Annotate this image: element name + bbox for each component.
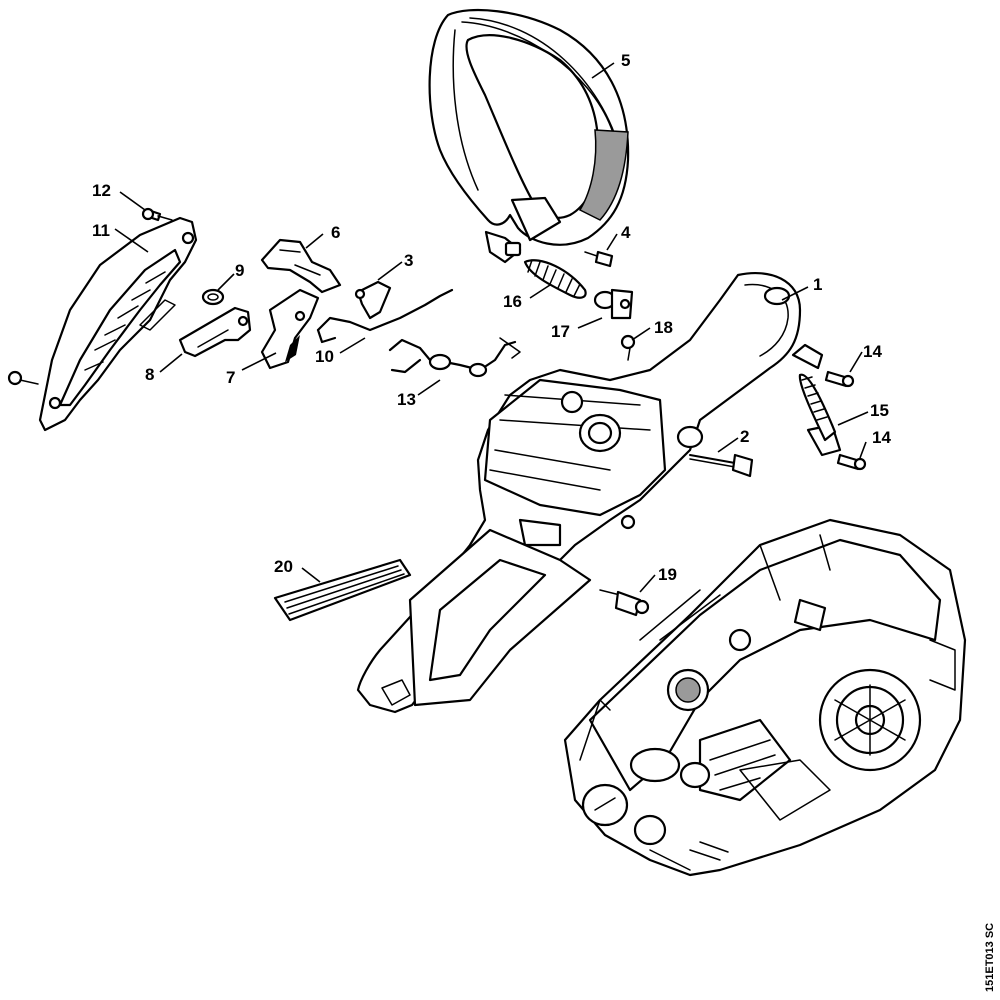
screw-18 [620,334,636,361]
screw-12 [141,207,173,222]
callout-20: 20 [274,557,293,576]
throttle-trigger-7 [260,288,320,370]
screw-4 [584,250,614,268]
callout-7: 7 [226,368,235,387]
bolt-2 [689,453,754,478]
callout-17: 17 [551,322,570,341]
callout-19: 19 [658,565,677,584]
switch-shaft-3 [354,280,392,320]
callout-5: 5 [621,51,630,70]
screw-14-top [824,370,855,388]
callout-labels: 1 2 3 4 5 6 7 8 9 10 11 12 13 14 14 15 1… [92,51,891,584]
hand-guard-moulding [38,216,198,432]
screw-14-bottom [836,453,867,471]
spring-9 [201,288,225,306]
annular-buffer-15 [791,343,842,457]
callout-3: 3 [404,251,413,270]
callout-16: 16 [503,292,522,311]
lever-6 [260,238,342,294]
rear-handle-housing [356,271,802,714]
callout-10: 10 [315,347,334,366]
nameplate [273,558,412,622]
leader-lines [114,62,869,593]
callout-12: 12 [92,181,111,200]
screw-lower-left [7,370,39,386]
throttle-rod-10 [316,288,454,344]
engine-assembly [563,518,967,877]
drawing-number: 151ET013 SC [984,923,996,992]
callout-4: 4 [621,223,631,242]
callout-8: 8 [145,365,154,384]
buffer-spring-16 [523,259,587,299]
callout-14-bottom: 14 [872,428,891,447]
callout-14-top: 14 [863,342,882,361]
buffer-17 [593,288,634,320]
callout-2: 2 [740,427,749,446]
interlock-lever-8 [178,306,252,358]
callout-15: 15 [870,401,889,420]
front-handle-bar [428,8,630,264]
callout-11: 11 [92,221,110,240]
contact-spring-13 [388,337,521,378]
callout-6: 6 [331,223,340,242]
screw-19 [599,589,650,617]
callout-13: 13 [397,390,416,409]
callout-9: 9 [235,261,244,280]
callout-1: 1 [813,275,822,294]
callout-18: 18 [654,318,673,337]
